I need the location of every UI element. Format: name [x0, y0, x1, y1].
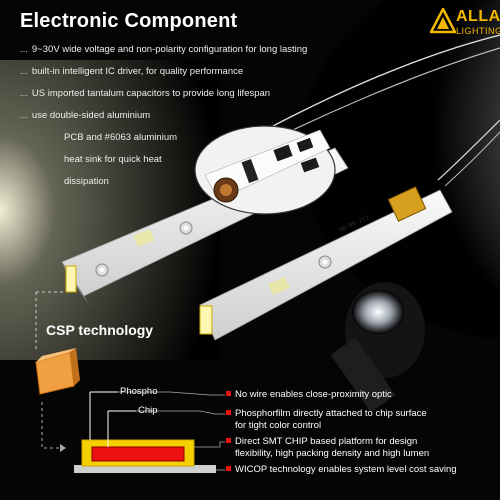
bullet-marker-icon [226, 410, 231, 415]
bullet-marker-icon [226, 391, 231, 396]
bullet-item: No wire enables close-proximity optic [226, 389, 392, 400]
left-light-glow [0, 60, 220, 360]
feature-continuation: dissipation [64, 176, 109, 187]
right-pcb-board: SB-09-211 [199, 186, 453, 341]
zoom-circle [194, 125, 336, 215]
chip-label: Chip [138, 405, 158, 416]
brand-sub: LIGHTING [456, 26, 500, 36]
bullet-continuation: for tight color control [235, 420, 322, 431]
feature-continuation: PCB and #6063 aluminium [64, 132, 178, 143]
brand-triangle-icon [430, 8, 456, 34]
left-led-chip [65, 265, 77, 293]
brand-name: ALLA [456, 8, 500, 25]
right-led-chip [199, 305, 213, 335]
phospho-label: Phospho [120, 386, 158, 397]
chip-cross-section [74, 391, 216, 473]
feature-item: ...9~30V wide voltage and non-polarity c… [20, 44, 308, 55]
page-title: Electronic Component [20, 10, 238, 32]
feature-item: ...US imported tantalum capacitors to pr… [20, 88, 271, 99]
brand-logo: ALLA LIGHTING [430, 6, 500, 40]
bullet-item: Phosphorfilm directly attached to chip s… [226, 408, 427, 419]
diagram-connectors [118, 391, 225, 471]
csp-title: CSP technology [46, 322, 154, 338]
bullet-item: WICOP technology enables system level co… [226, 464, 457, 475]
feature-continuation: heat sink for quick heat [64, 154, 162, 165]
bullet-item: Direct SMT CHIP based platform for desig… [226, 436, 417, 447]
bullet-marker-icon [226, 466, 231, 471]
feature-item: ...use double-sided aluminium [20, 110, 151, 121]
bullet-marker-icon [226, 438, 231, 443]
feature-item: ...built-in intelligent IC driver, for q… [20, 66, 244, 77]
right-wire [437, 119, 500, 181]
bulb-socket [330, 282, 425, 413]
bullet-continuation: flexibility, high packing density and hi… [235, 448, 430, 459]
